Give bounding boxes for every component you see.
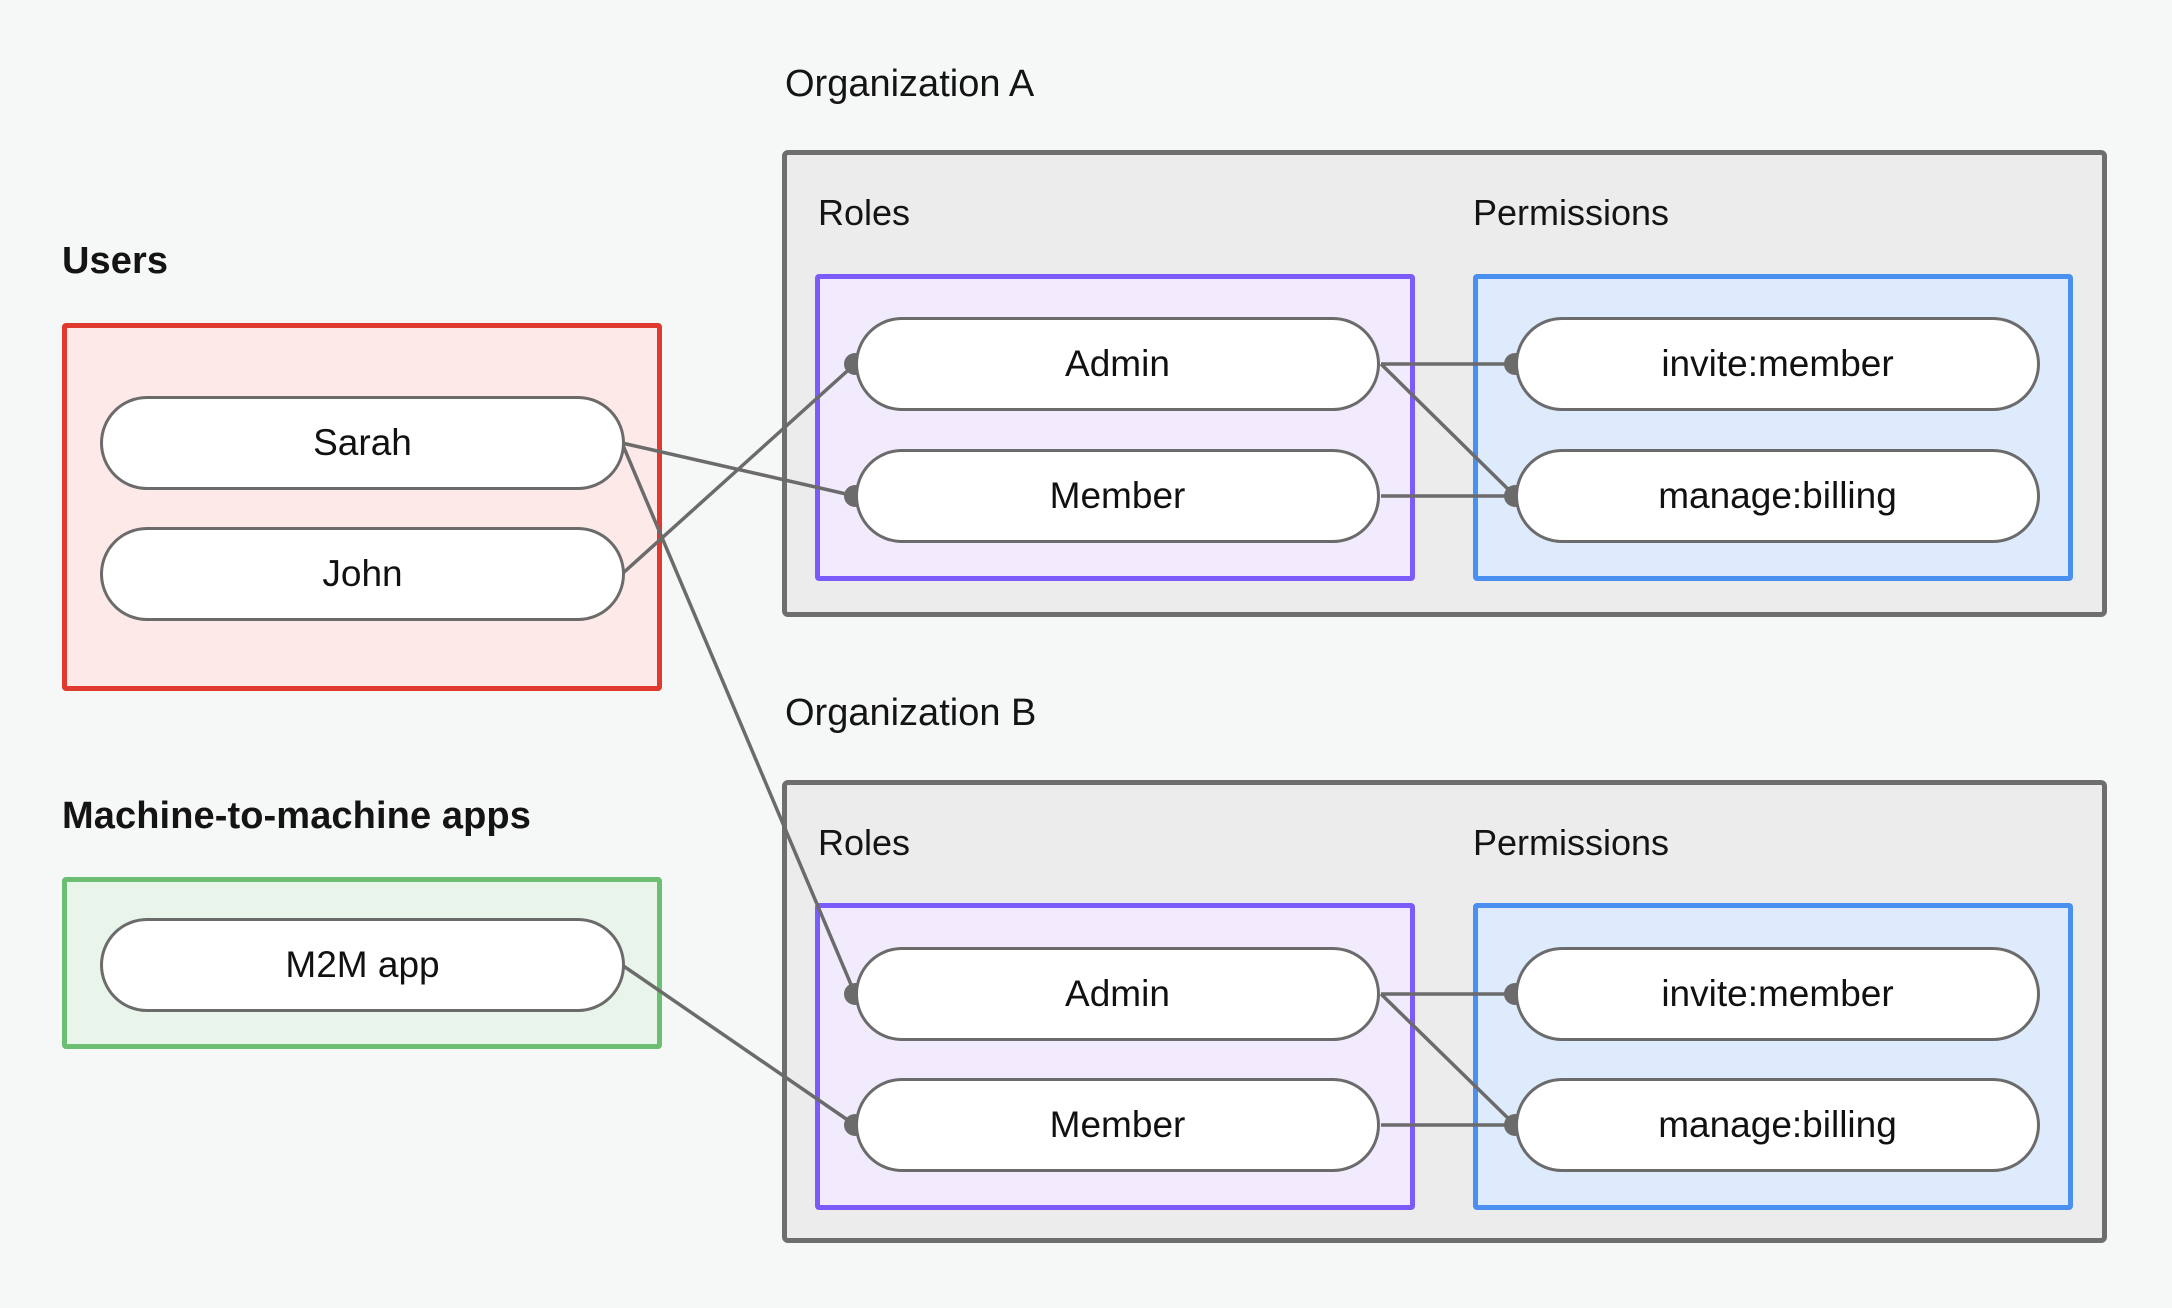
org-b-permissions-label: Permissions xyxy=(1473,822,1670,863)
org-a-roles-label: Roles xyxy=(818,192,911,233)
node-org-b-permission-manage-billing[interactable]: manage:billing xyxy=(1515,1078,2040,1172)
node-org-a-permission-invite-member[interactable]: invite:member xyxy=(1515,317,2040,411)
node-org-b-role-admin[interactable]: Admin xyxy=(855,947,1380,1041)
node-org-a-role-member[interactable]: Member xyxy=(855,449,1380,543)
node-org-b-permission-invite-member[interactable]: invite:member xyxy=(1515,947,2040,1041)
node-user-sarah[interactable]: Sarah xyxy=(100,396,625,490)
org-b-title: Organization B xyxy=(785,692,1037,734)
org-b-roles-label: Roles xyxy=(818,822,911,863)
node-label: Sarah xyxy=(313,422,412,463)
node-label: Member xyxy=(1049,475,1186,516)
users-container xyxy=(62,323,662,691)
node-label: M2M app xyxy=(285,944,440,985)
m2m-group-title: Machine-to-machine apps xyxy=(62,795,531,837)
users-group-title: Users xyxy=(62,240,169,282)
node-label: invite:member xyxy=(1661,973,1894,1014)
node-label: Admin xyxy=(1065,343,1170,384)
node-user-john[interactable]: John xyxy=(100,527,625,621)
org-a-title: Organization A xyxy=(785,63,1035,105)
node-label: manage:billing xyxy=(1658,1104,1897,1145)
node-label: John xyxy=(322,553,403,594)
node-label: manage:billing xyxy=(1658,475,1897,516)
node-org-a-permission-manage-billing[interactable]: manage:billing xyxy=(1515,449,2040,543)
node-org-a-role-admin[interactable]: Admin xyxy=(855,317,1380,411)
org-a-permissions-label: Permissions xyxy=(1473,192,1670,233)
node-label: Admin xyxy=(1065,973,1170,1014)
node-label: invite:member xyxy=(1661,343,1894,384)
node-m2m-app[interactable]: M2M app xyxy=(100,918,625,1012)
node-org-b-role-member[interactable]: Member xyxy=(855,1078,1380,1172)
node-label: Member xyxy=(1049,1104,1186,1145)
